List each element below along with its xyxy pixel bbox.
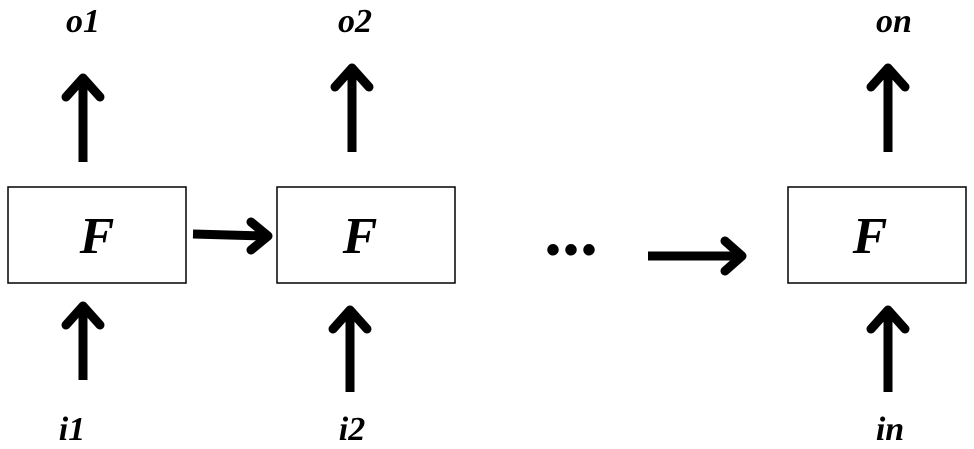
input-label-2: i2 bbox=[339, 411, 365, 448]
input-arrow-2 bbox=[328, 305, 372, 392]
recurrent-arrow-to-n bbox=[648, 236, 747, 276]
output-label-n: on bbox=[876, 3, 912, 40]
input-arrow-n bbox=[866, 305, 910, 392]
function-label-2: F bbox=[342, 208, 378, 265]
input-arrow-1 bbox=[61, 301, 105, 380]
ellipsis: ••• bbox=[546, 228, 600, 272]
function-box-n bbox=[787, 186, 967, 284]
cell-1: o1 F i1 bbox=[7, 3, 187, 448]
function-box-1 bbox=[7, 186, 187, 284]
recurrent-arrow-1-2 bbox=[192, 217, 273, 255]
output-label-2: o2 bbox=[338, 3, 372, 40]
output-arrow-n bbox=[866, 63, 910, 152]
input-label-1: i1 bbox=[59, 411, 85, 448]
output-arrow-2 bbox=[330, 63, 374, 152]
function-label-n: F bbox=[852, 208, 888, 265]
input-label-n: in bbox=[876, 411, 904, 448]
cell-2: o2 F i2 bbox=[276, 3, 456, 448]
function-box-2 bbox=[276, 186, 456, 284]
function-label-1: F bbox=[79, 208, 115, 265]
cell-n: on F in bbox=[787, 3, 967, 448]
output-label-1: o1 bbox=[66, 3, 100, 40]
output-arrow-1 bbox=[61, 73, 105, 162]
